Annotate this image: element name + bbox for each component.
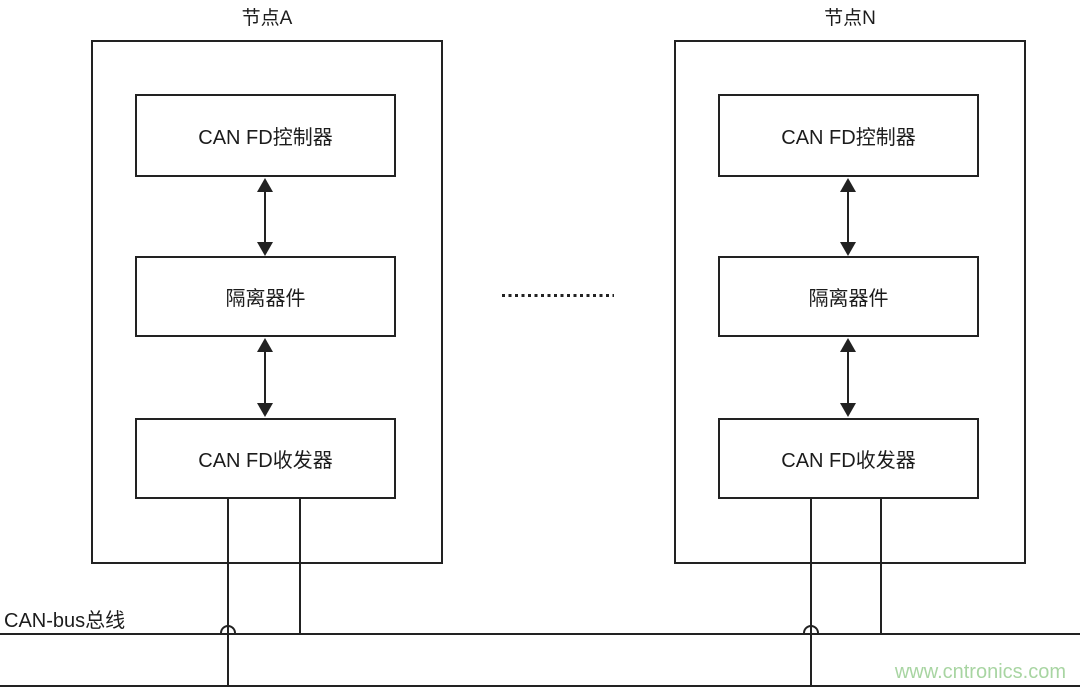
node-n-isolation-block: 隔离器件 [718,256,979,337]
node-a-bus-wire-right [299,499,301,635]
node-a-arrow-isolation-transceiver [257,338,273,417]
arrow-shaft [264,192,266,242]
arrow-shaft [264,352,266,403]
can-bus-label: CAN-bus总线 [4,610,126,632]
wire-jump-arc-node-a [220,625,236,634]
node-a-isolation-block: 隔离器件 [135,256,396,337]
node-n-bus-wire-left [810,499,812,687]
more-nodes-dotted-line [502,294,614,297]
arrow-shaft [847,352,849,403]
node-a-isolation-label: 隔离器件 [225,288,306,310]
node-n-transceiver-block: CAN FD收发器 [718,418,979,499]
node-n-bus-wire-right [880,499,882,635]
node-n-arrow-controller-isolation [840,178,856,256]
watermark-text: www.cntronics.com [894,661,1066,683]
node-n-title: 节点N [824,8,876,29]
arrow-down-icon [257,242,273,256]
node-a-arrow-controller-isolation [257,178,273,256]
can-bus-line-lower [0,685,1080,687]
node-a-controller-label: CAN FD控制器 [198,127,333,149]
arrow-down-icon [840,242,856,256]
can-bus-line-upper [0,633,1080,635]
wire-jump-arc-node-n [803,625,819,634]
node-n-controller-label: CAN FD控制器 [781,127,916,149]
node-n-isolation-label: 隔离器件 [808,288,889,310]
node-a-controller-block: CAN FD控制器 [135,94,396,177]
node-a-transceiver-label: CAN FD收发器 [198,450,333,472]
node-a-transceiver-block: CAN FD收发器 [135,418,396,499]
node-a-title: 节点A [241,8,293,29]
arrow-up-icon [257,338,273,352]
arrow-down-icon [257,403,273,417]
arrow-up-icon [840,338,856,352]
node-a-bus-wire-left [227,499,229,687]
arrow-up-icon [257,178,273,192]
node-n-box [674,40,1026,564]
arrow-up-icon [840,178,856,192]
arrow-down-icon [840,403,856,417]
node-n-arrow-isolation-transceiver [840,338,856,417]
node-a-box [91,40,443,564]
arrow-shaft [847,192,849,242]
node-n-transceiver-label: CAN FD收发器 [781,450,916,472]
node-n-controller-block: CAN FD控制器 [718,94,979,177]
